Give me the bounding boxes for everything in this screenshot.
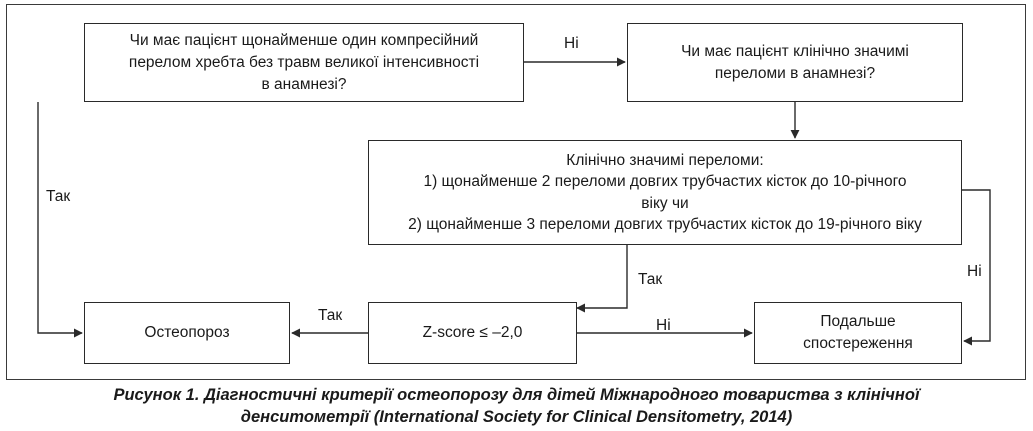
arrow-q1-to-osteoporosis: [37, 102, 83, 338]
zscore-box: Z-score ≤ –2,0: [368, 302, 577, 364]
box-text-line: Чи має пацієнт клінічно значимі: [681, 42, 909, 60]
box-text-line: Клінічно значимі переломи:: [566, 151, 764, 169]
edge-label-no: Ні: [967, 263, 982, 280]
box-text-line: Чи має пацієнт щонайменше один компресій…: [129, 31, 479, 49]
osteoporosis-box: Остеопороз: [84, 302, 290, 364]
caption-line: денситометрії (International Society for…: [240, 407, 793, 426]
arrow-criteria-to-followup: [962, 189, 991, 346]
box-text-line: перелом хребта без травм великої інтенси…: [128, 53, 480, 71]
edge-label-no: Ні: [656, 317, 671, 334]
diagram-frame: [6, 4, 1026, 380]
box-text-line: переломи в анамнезі?: [714, 64, 876, 82]
box-text-line: спостереження: [803, 335, 913, 352]
box-text-line: 2) щонайменше 3 переломи довгих трубчаст…: [408, 215, 922, 233]
box-text-line: віку чи: [641, 194, 689, 212]
criteria-significant-fractures-box: Клінічно значимі переломи: 1) щонайменше…: [368, 140, 962, 245]
figure-caption: Рисунок 1. Діагностичні критерії остеопо…: [0, 385, 1033, 429]
caption-line: Рисунок 1. Діагностичні критерії остеопо…: [113, 386, 920, 404]
edge-label-no: Ні: [564, 35, 579, 52]
box-text-line: Подальше: [820, 313, 896, 330]
question-vertebral-fracture-box: Чи має пацієнт щонайменше один компресій…: [84, 23, 524, 102]
box-text-line: Остеопороз: [144, 324, 230, 341]
box-text-line: в анамнезі?: [261, 75, 347, 93]
box-text-line: Z-score ≤ –2,0: [422, 324, 523, 341]
edge-label-yes: Так: [46, 188, 71, 205]
box-text-line: 1) щонайменше 2 переломи довгих трубчаст…: [423, 173, 907, 191]
question-significant-fractures-box: Чи має пацієнт клінічно значимі переломи…: [627, 23, 963, 102]
edge-label-yes: Так: [318, 307, 343, 324]
edge-label-yes: Так: [638, 271, 663, 288]
arrow-criteria-to-zscore: [576, 245, 628, 313]
followup-box: Подальше спостереження: [754, 302, 962, 364]
